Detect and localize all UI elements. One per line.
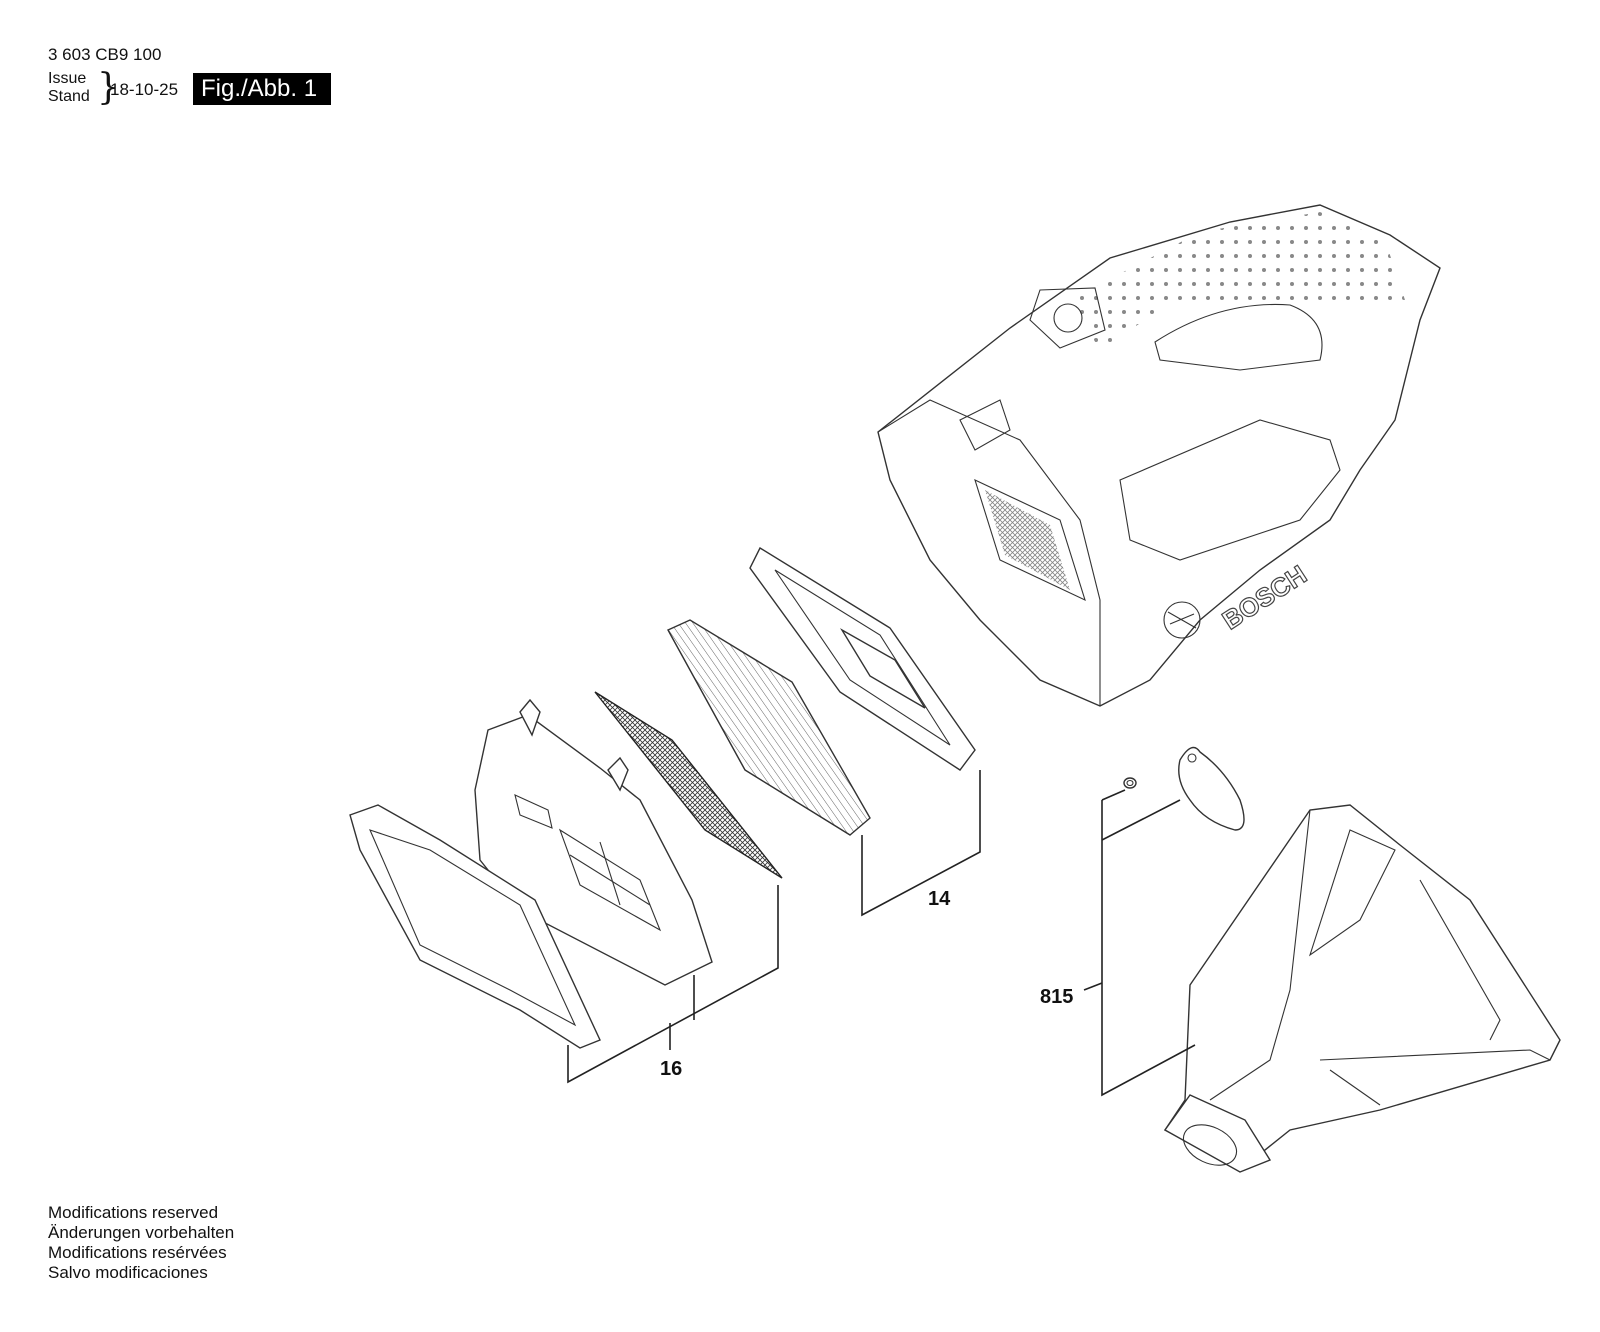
leader-lines <box>567 770 1196 1097</box>
footer-line-es: Salvo modificaciones <box>48 1263 208 1282</box>
footer-line-de: Änderungen vorbehalten <box>48 1223 235 1242</box>
figure-label: Fig./Abb. 1 <box>193 73 332 105</box>
vacuum-body: BOSCH <box>877 204 1441 707</box>
issue-date: 18-10-25 <box>110 80 179 99</box>
small-washer <box>1123 777 1137 789</box>
issue-label: Issue <box>48 70 87 87</box>
label-tag <box>1178 746 1245 831</box>
stand-label: Stand <box>48 88 90 105</box>
footer-disclaimer: Modifications reserved Änderungen vorbeh… <box>48 1203 234 1283</box>
callout-14: 14 <box>928 888 951 910</box>
mesh-filter <box>594 691 783 879</box>
pleated-filter <box>667 619 871 836</box>
footer-line-en: Modifications reserved <box>48 1203 219 1222</box>
issue-block: Issue Stand } 18-10-25 Fig./Abb. 1 <box>48 70 348 110</box>
filter-holder <box>474 698 713 986</box>
gasket-frame <box>349 804 601 1049</box>
callout-16: 16 <box>660 1058 682 1080</box>
footer-line-fr: Modifications resérvées <box>48 1243 227 1262</box>
callout-815: 815 <box>1040 986 1073 1008</box>
crevice-nozzle <box>1163 804 1561 1173</box>
part-number: 3 603 CB9 100 <box>48 45 162 64</box>
brace-symbol: } <box>97 67 120 108</box>
seal-frame <box>749 547 976 771</box>
